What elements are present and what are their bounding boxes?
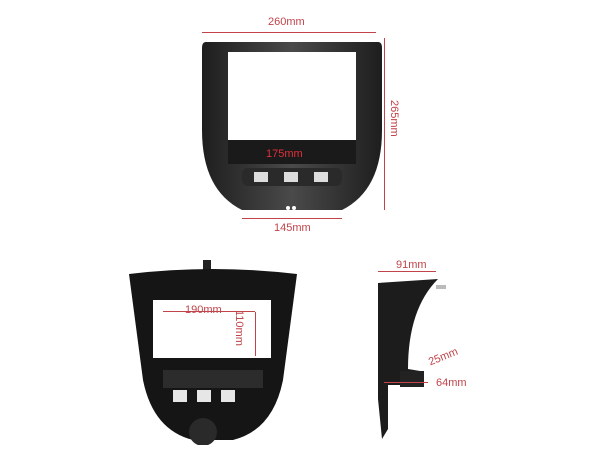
- side-frame: [378, 279, 446, 439]
- side-view: 91mm 25mm 64mm: [360, 255, 480, 450]
- bottom-depth-line: [384, 382, 428, 383]
- screen-height-line: [255, 312, 256, 356]
- width-dimension-label: 260mm: [268, 16, 305, 28]
- angled-view: 190mm 110mm: [115, 260, 315, 450]
- height-dimension-label: 265mm: [388, 100, 400, 137]
- depth-dimension-label: 91mm: [396, 259, 427, 271]
- slot-dimension-label: 175mm: [266, 148, 303, 160]
- depth-dimension-line: [378, 271, 436, 272]
- front-frame: [202, 42, 382, 210]
- height-dimension-line: [384, 38, 385, 210]
- bottom-dimension-label: 145mm: [274, 222, 311, 234]
- bottom-depth-label: 64mm: [436, 377, 467, 389]
- screen-width-line: [163, 311, 255, 312]
- width-dimension-line: [202, 32, 376, 33]
- front-view: 260mm 175mm 265mm 145mm: [190, 0, 410, 240]
- screen-width-label: 190mm: [185, 304, 222, 316]
- angled-frame: [129, 260, 297, 445]
- screen-height-label: 110mm: [233, 310, 245, 346]
- bottom-dimension-line: [242, 218, 342, 219]
